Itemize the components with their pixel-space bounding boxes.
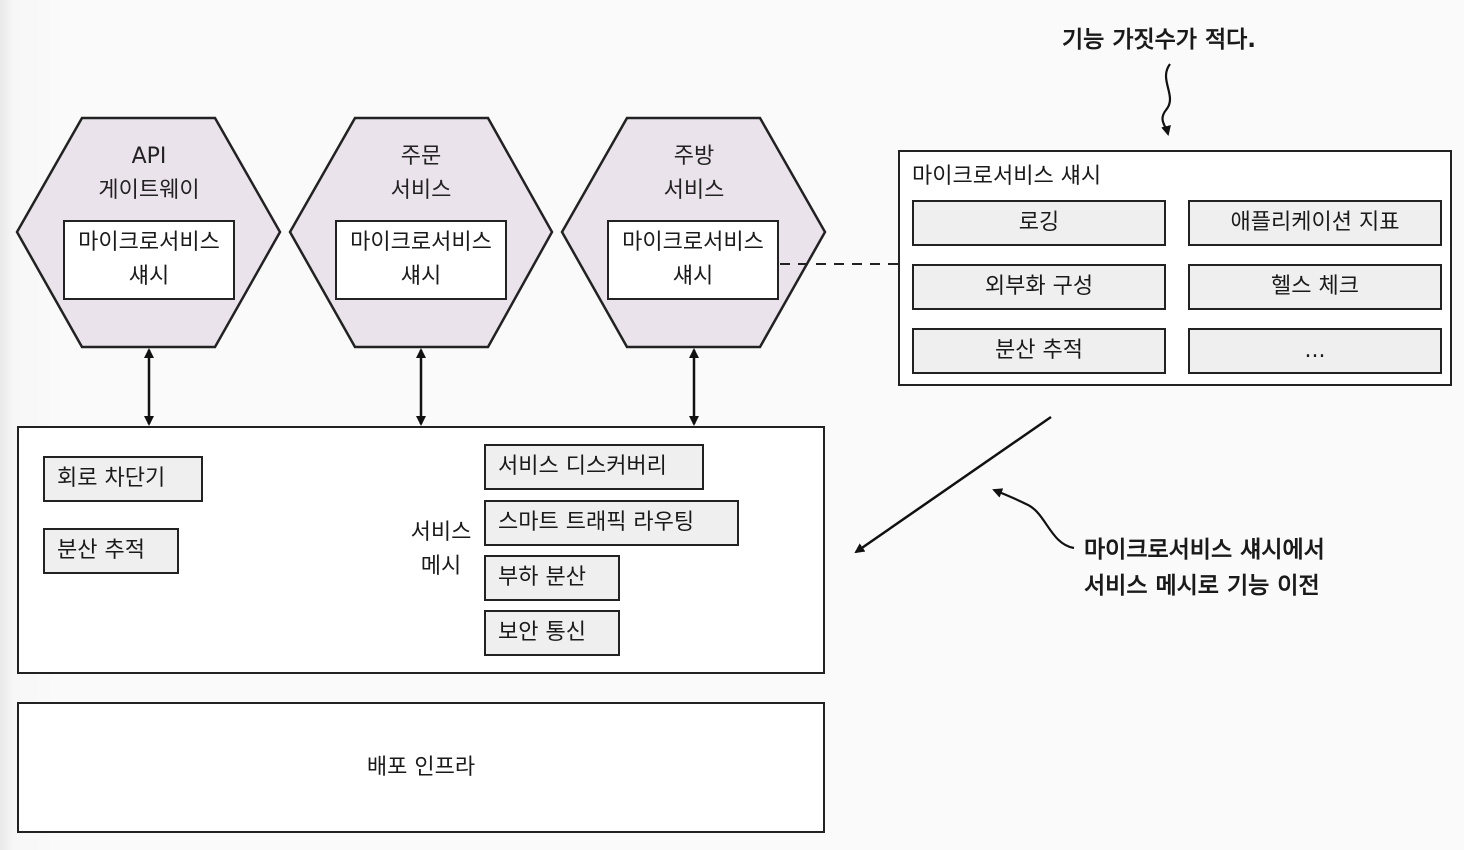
hexagon-chassis-box-kitchen-service: 마이크로서비스 섀시 — [607, 220, 779, 300]
hexagon-title-line: 서비스 — [663, 178, 725, 203]
hexagon-chassis-box-api-gateway: 마이크로서비스 섀시 — [63, 220, 235, 300]
chassis-feature-distributed-tracing: 분산 추적 — [912, 328, 1166, 374]
top-note: 기능 가짓수가 적다. — [1062, 27, 1257, 53]
migration-note-line: 서비스 메시로 기능 이전 — [1084, 573, 1320, 599]
chassis-feature-externalized-config: 외부화 구성 — [912, 264, 1166, 310]
chassis-line: 마이크로서비스 — [78, 230, 220, 255]
hexagon-title-line: 게이트웨이 — [98, 178, 200, 203]
chassis-line: 섀시 — [672, 264, 714, 289]
service-mesh-panel: 회로 차단기 분산 추적 서비스 메시 서비스 디스커버리 스마트 트래픽 라우… — [17, 426, 825, 674]
mesh-left-item-distributed-tracing: 분산 추적 — [43, 528, 179, 574]
chassis-line: 섀시 — [400, 264, 442, 289]
migration-note-curved-arrow — [992, 488, 1075, 550]
service-mesh-label: 서비스 메시 — [405, 516, 477, 584]
migration-arrow — [854, 415, 1052, 554]
hexagon-chassis-box-order-service: 마이크로서비스 섀시 — [335, 220, 507, 300]
hexagon-title-api-gateway: API 게이트웨이 — [49, 140, 249, 208]
service-mesh-label-line: 메시 — [420, 554, 462, 579]
mesh-item-secure-communication: 보안 통신 — [484, 610, 620, 656]
mesh-item-service-discovery: 서비스 디스커버리 — [484, 444, 704, 490]
migration-note: 마이크로서비스 섀시에서 서비스 메시로 기능 이전 — [1084, 532, 1325, 604]
chassis-panel-title: 마이크로서비스 섀시 — [912, 164, 1102, 189]
chassis-feature-health-check: 헬스 체크 — [1188, 264, 1442, 310]
deployment-infra-panel: 배포 인프라 — [17, 702, 825, 833]
chassis-panel: 마이크로서비스 섀시 로깅 애플리케이션 지표 외부화 구성 헬스 체크 분산 … — [898, 150, 1452, 386]
deployment-infra-label: 배포 인프라 — [366, 754, 476, 780]
chassis-feature-logging: 로깅 — [912, 200, 1166, 246]
migration-note-line: 마이크로서비스 섀시에서 — [1084, 537, 1325, 563]
hexagon-title-line: 주문 — [400, 144, 442, 169]
mesh-left-item-circuit-breaker: 회로 차단기 — [43, 456, 203, 502]
service-mesh-label-line: 서비스 — [410, 520, 472, 545]
hexagon-title-order-service: 주문 서비스 — [321, 140, 521, 208]
chassis-feature-app-metrics: 애플리케이션 지표 — [1188, 200, 1442, 246]
chassis-line: 마이크로서비스 — [622, 230, 764, 255]
hexagon-title-kitchen-service: 주방 서비스 — [594, 140, 794, 208]
hexagon-title-line: 서비스 — [390, 178, 452, 203]
mesh-item-load-balancing: 부하 분산 — [484, 555, 620, 601]
chassis-feature-more: ... — [1188, 328, 1442, 374]
chassis-line: 섀시 — [128, 264, 170, 289]
note-curved-arrow — [1161, 63, 1172, 136]
hexagon-title-line: 주방 — [673, 144, 715, 169]
chassis-line: 마이크로서비스 — [350, 230, 492, 255]
mesh-item-smart-traffic-routing: 스마트 트래픽 라우팅 — [484, 500, 739, 546]
hexagon-title-line: API — [131, 144, 167, 169]
